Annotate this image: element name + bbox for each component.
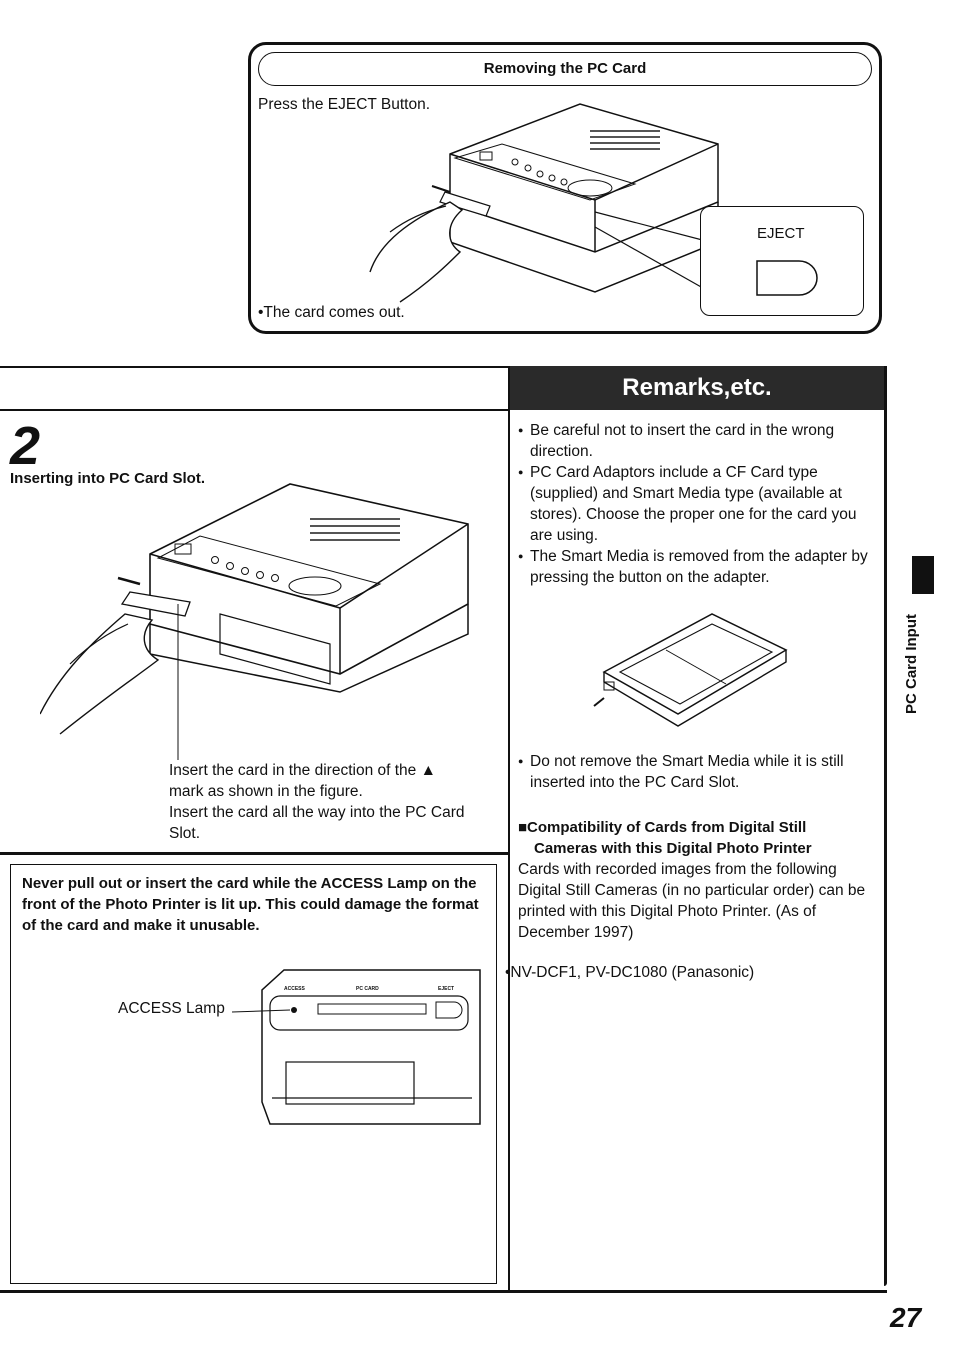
side-tab-label: PC Card Input — [903, 614, 920, 714]
step-number: 2 — [10, 416, 41, 476]
right-frame-border — [884, 366, 887, 1286]
section-rule-top — [0, 366, 886, 368]
printer-insert-illustration — [40, 483, 469, 760]
eject-label: EJECT — [757, 225, 805, 242]
removing-section-title: Removing the PC Card — [258, 52, 872, 86]
warning-text: Never pull out or insert the card while … — [22, 875, 479, 934]
removing-note: •The card comes out. — [258, 304, 405, 321]
warning-box — [10, 864, 497, 1284]
removing-instruction: Press the EJECT Button. — [258, 96, 431, 113]
compat-body: Cards with recorded images from the foll… — [518, 861, 866, 941]
eject-button-callout: EJECT — [700, 206, 864, 316]
remarks-item: Do not remove the Smart Media while it i… — [518, 751, 876, 793]
side-tab-marker — [912, 556, 934, 594]
side-tab-text: PC Card Input — [903, 614, 920, 714]
remarks-list-2: Do not remove the Smart Media while it i… — [518, 751, 876, 793]
remarks-item: The Smart Media is removed from the adap… — [518, 546, 876, 588]
step-caption-line-1: Insert the card in the direction of the … — [169, 762, 436, 779]
step-caption-line-4: Slot. — [169, 825, 201, 842]
remarks-list-1: Be careful not to insert the card in the… — [518, 420, 876, 588]
smart-media-adapter-illustration — [593, 613, 788, 727]
compat-heading-line-2: Cameras with this Digital Photo Printer — [534, 840, 812, 857]
step-caption-line-2: mark as shown in the figure. — [169, 783, 363, 800]
remarks-item: Be careful not to insert the card in the… — [518, 420, 876, 462]
remarks-banner: Remarks,etc. — [508, 366, 886, 410]
column-divider — [508, 366, 510, 1292]
eject-button-icon — [756, 260, 818, 296]
panel-label-pc-card: PC CARD — [356, 986, 379, 992]
printer-front-illustration — [232, 969, 481, 1125]
printer-eject-illustration — [369, 103, 719, 303]
step-end-rule — [0, 852, 510, 855]
step-caption-line-3: Insert the card all the way into the PC … — [169, 804, 465, 821]
page-number: 27 — [890, 1302, 922, 1333]
panel-label-access: ACCESS — [284, 986, 305, 992]
section-rule-left — [0, 409, 510, 411]
remarks-item: PC Card Adaptors include a CF Card type … — [518, 462, 876, 546]
panel-label-eject: EJECT — [438, 986, 455, 992]
removing-section-box — [248, 42, 882, 334]
compat-models: •NV-DCF1, PV-DC1080 (Panasonic) — [505, 964, 755, 981]
step-title: Inserting into PC Card Slot. — [10, 470, 206, 487]
compat-heading-line-1: ■Compatibility of Cards from Digital Sti… — [518, 819, 807, 836]
access-lamp-label: ACCESS Lamp — [118, 1000, 225, 1017]
section-rule-bottom — [0, 1290, 887, 1293]
